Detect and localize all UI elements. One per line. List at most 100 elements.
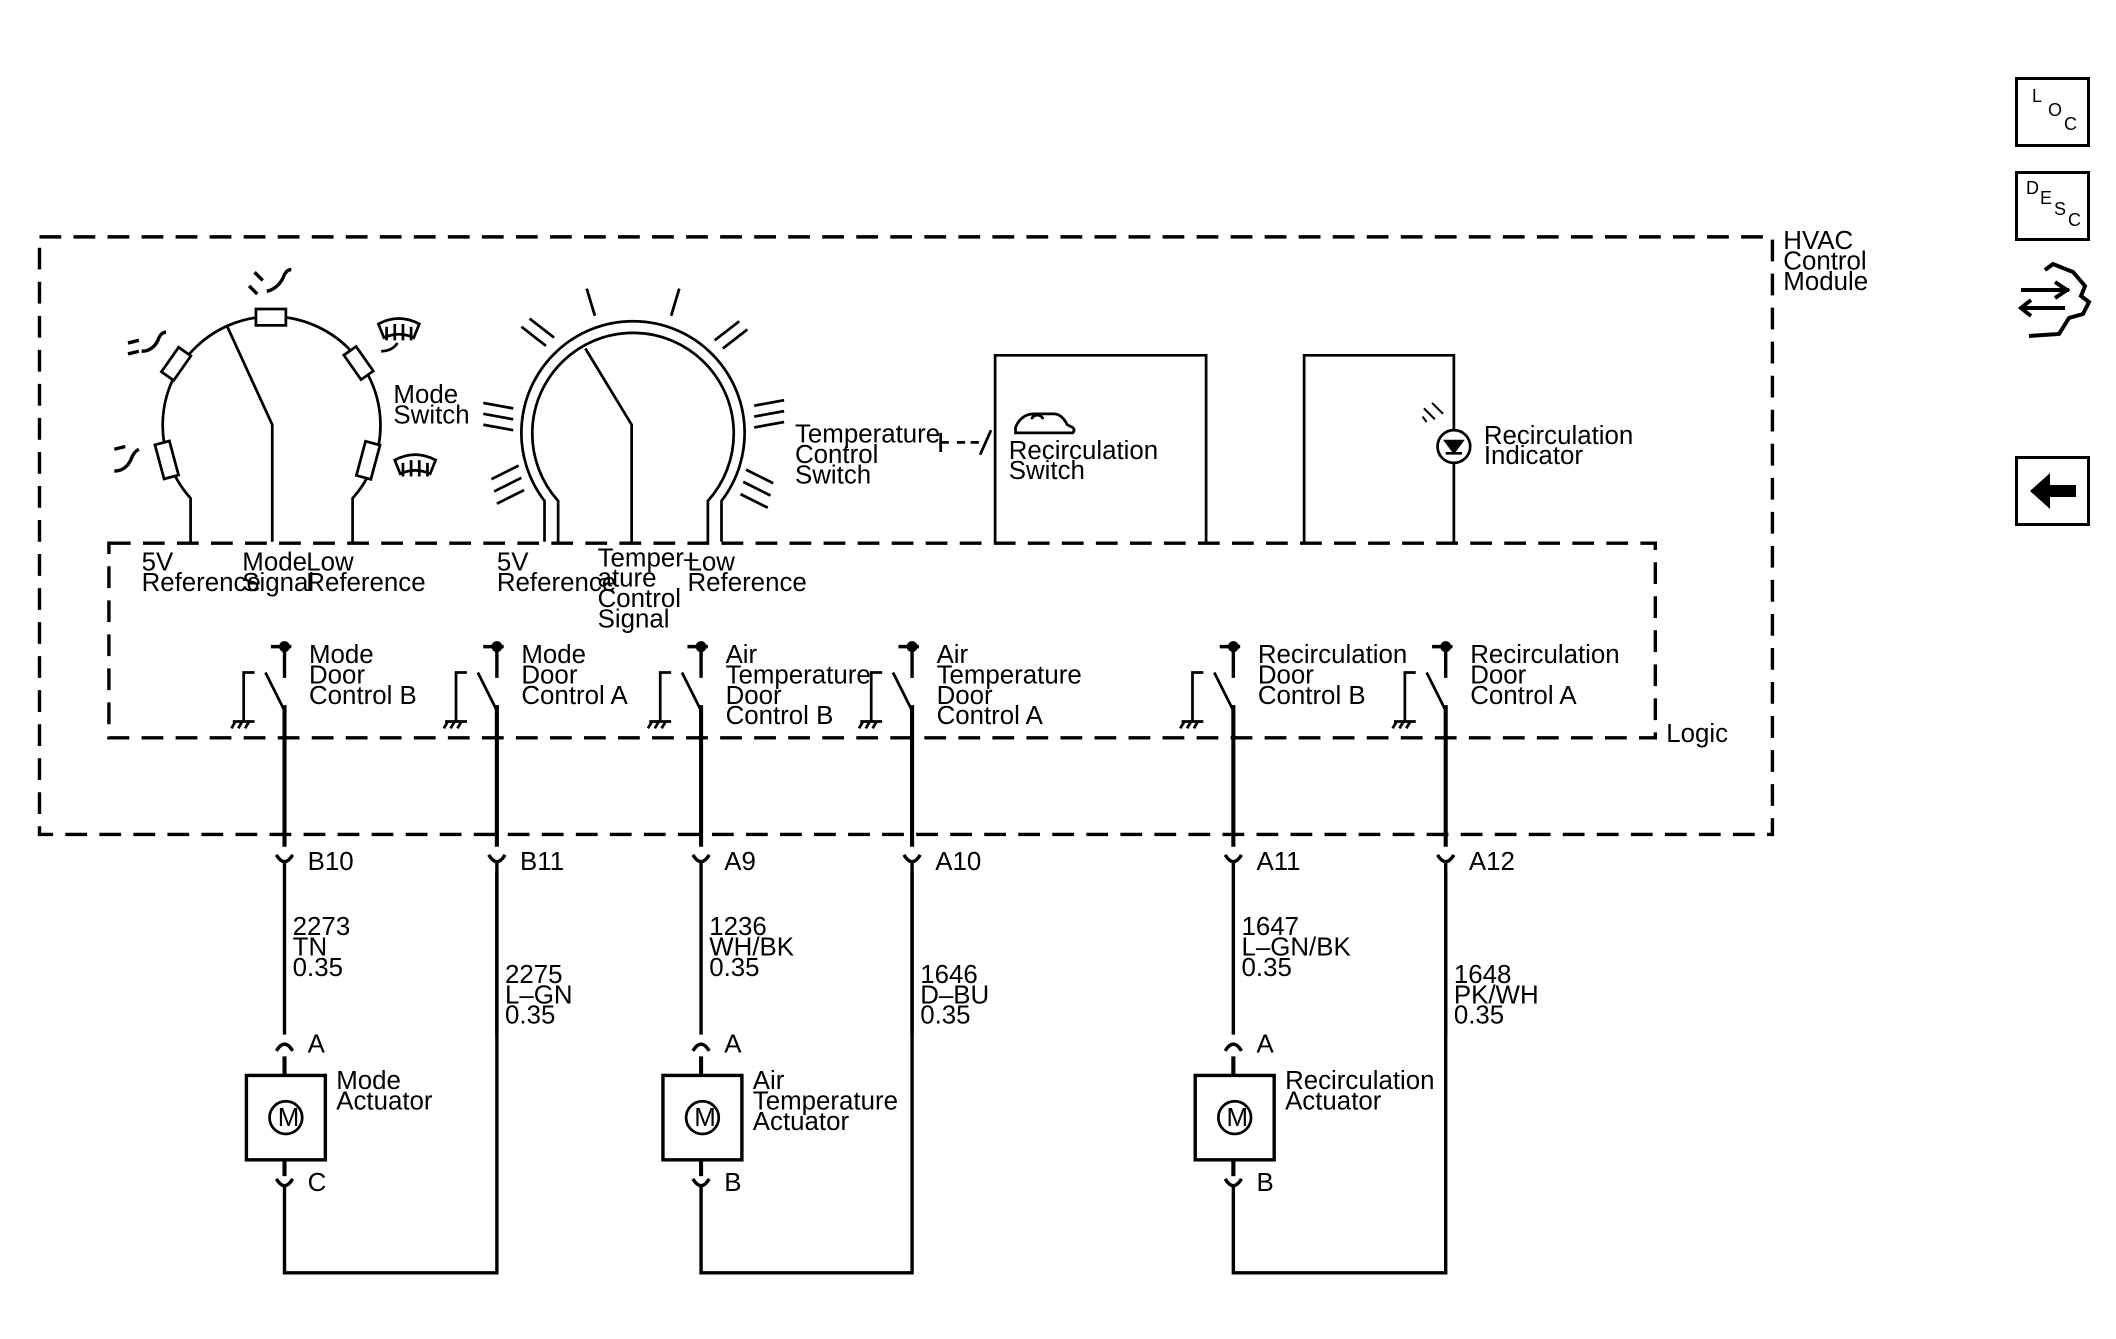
- wire-label: 0.35: [709, 954, 759, 982]
- desc-letter-c: C: [2068, 210, 2081, 230]
- hvac-module-label-2: Control: [1783, 248, 1866, 276]
- mode-defog-icon: [376, 317, 421, 353]
- driver-label: Control A: [521, 682, 628, 710]
- wire-label: 0.35: [1242, 954, 1292, 982]
- actuator-label: Actuator: [336, 1087, 433, 1115]
- wire-label: D–BU: [920, 981, 989, 1009]
- wire-label: L–GN: [505, 981, 573, 1009]
- wire-label: 0.35: [505, 1002, 555, 1030]
- driver-label: Temperature: [937, 661, 1082, 689]
- wire-label: 1236: [709, 913, 767, 941]
- recirculation-indicator-label-2: Indicator: [1484, 442, 1584, 470]
- actuator-label: Actuator: [753, 1108, 850, 1136]
- return-wires: [282, 871, 1448, 1275]
- connector-pin-label: A12: [1469, 848, 1515, 876]
- driver-label: Air: [726, 641, 758, 669]
- temperature-switch-label-2: Control: [795, 441, 878, 469]
- hvac-module-boundary: [37, 235, 1775, 837]
- wire-label: 0.35: [920, 1002, 970, 1030]
- description-button[interactable]: D E S C: [2015, 171, 2090, 241]
- loc-letter-l: L: [2032, 86, 2043, 106]
- wire-label: 2275: [505, 961, 563, 989]
- temp-switch-pin2-label-3: Control: [598, 585, 681, 613]
- actuator-label: Recirculation: [1285, 1067, 1434, 1095]
- wire-label: 1648: [1454, 961, 1512, 989]
- temperature-switch-label-3: Switch: [795, 461, 871, 489]
- driver-label: Door: [309, 661, 365, 689]
- mode-defrost-icon: [393, 453, 438, 477]
- driver-label: Control B: [309, 682, 417, 710]
- driver-label: Door: [1258, 661, 1314, 689]
- logic-label: Logic: [1666, 720, 1728, 748]
- actuator-label: Actuator: [1285, 1087, 1382, 1115]
- driver-label: Mode: [309, 641, 374, 669]
- temp-switch-pin3-label-2: Reference: [687, 569, 806, 597]
- desc-letter-d: D: [2026, 178, 2039, 198]
- connector-pin-label: A9: [724, 848, 756, 876]
- actuator-pin-top: A: [308, 1030, 326, 1058]
- wire-label: 0.35: [1454, 1002, 1504, 1030]
- mode-switch: [153, 307, 382, 542]
- temp-switch-pin1-label-1: 5V: [497, 548, 529, 576]
- wire-label: L–GN/BK: [1242, 934, 1351, 962]
- mode-switch-pin3-label-2: Reference: [306, 569, 425, 597]
- wire-label: TN: [293, 934, 327, 962]
- actuator-pin-bottom: C: [308, 1169, 327, 1197]
- actuator-label: Mode: [336, 1067, 401, 1095]
- temperature-scale-ticks: [483, 288, 785, 509]
- driver-label: Control A: [937, 702, 1044, 730]
- recirculation-switch: [939, 353, 1208, 542]
- actuator-pin-bottom: B: [724, 1169, 741, 1197]
- motor-symbol: M: [1227, 1104, 1249, 1132]
- logic-boundary: [107, 541, 1658, 740]
- temp-switch-pin2-label-1: Temper–: [598, 544, 699, 572]
- wire-label: 2273: [293, 913, 351, 941]
- desc-letter-s: S: [2054, 199, 2067, 219]
- hvac-module-label-1: HVAC: [1783, 227, 1853, 255]
- connector-pin-label: B10: [308, 848, 354, 876]
- recirculation-switch-label-1: Recirculation: [1009, 437, 1158, 465]
- driver-label: Door: [937, 682, 993, 710]
- connector-view-icon[interactable]: [2015, 258, 2095, 348]
- back-arrow-icon: [2030, 473, 2076, 509]
- mode-switch-pin1-label-1: 5V: [142, 548, 174, 576]
- mode-switch-label-1: Mode: [393, 381, 458, 409]
- temp-switch-pin3-label-1: Low: [687, 548, 735, 576]
- connector-pin-label: A11: [1256, 848, 1300, 876]
- motor-symbol: M: [278, 1104, 300, 1132]
- mode-switch-pin1-label-2: Reference: [142, 569, 261, 597]
- mode-vent-icon: [247, 267, 292, 296]
- location-button[interactable]: L O C: [2015, 77, 2090, 147]
- driver-label: Control B: [1258, 682, 1366, 710]
- driver-label: Recirculation: [1470, 641, 1619, 669]
- temp-switch-pin2-label-2: ature: [598, 565, 657, 593]
- driver-label: Door: [726, 682, 782, 710]
- recirculation-indicator: [1302, 353, 1472, 542]
- connector-pin-label: A10: [935, 848, 981, 876]
- actuator-pin-top: A: [1256, 1030, 1274, 1058]
- driver-label: Temperature: [726, 661, 871, 689]
- driver-label: Control A: [1470, 682, 1577, 710]
- hvac-module-label-3: Module: [1783, 268, 1868, 296]
- mode-switch-pin2-label-2: Signal: [242, 569, 314, 597]
- temperature-control-switch: [520, 320, 746, 542]
- mode-bilevel-icon: [127, 330, 167, 356]
- back-button[interactable]: [2015, 456, 2090, 526]
- driver-label: Door: [1470, 661, 1526, 689]
- recirculation-switch-label-2: Switch: [1009, 457, 1085, 485]
- motor-symbol: M: [694, 1104, 716, 1132]
- wire-label: 0.35: [293, 954, 343, 982]
- loc-letter-c: C: [2064, 114, 2077, 134]
- driver-label: Mode: [521, 641, 586, 669]
- loc-letter-o: O: [2048, 100, 2063, 120]
- mode-switch-label-2: Switch: [393, 401, 469, 429]
- driver-label: Door: [521, 661, 577, 689]
- connector-pin-label: B11: [520, 848, 564, 876]
